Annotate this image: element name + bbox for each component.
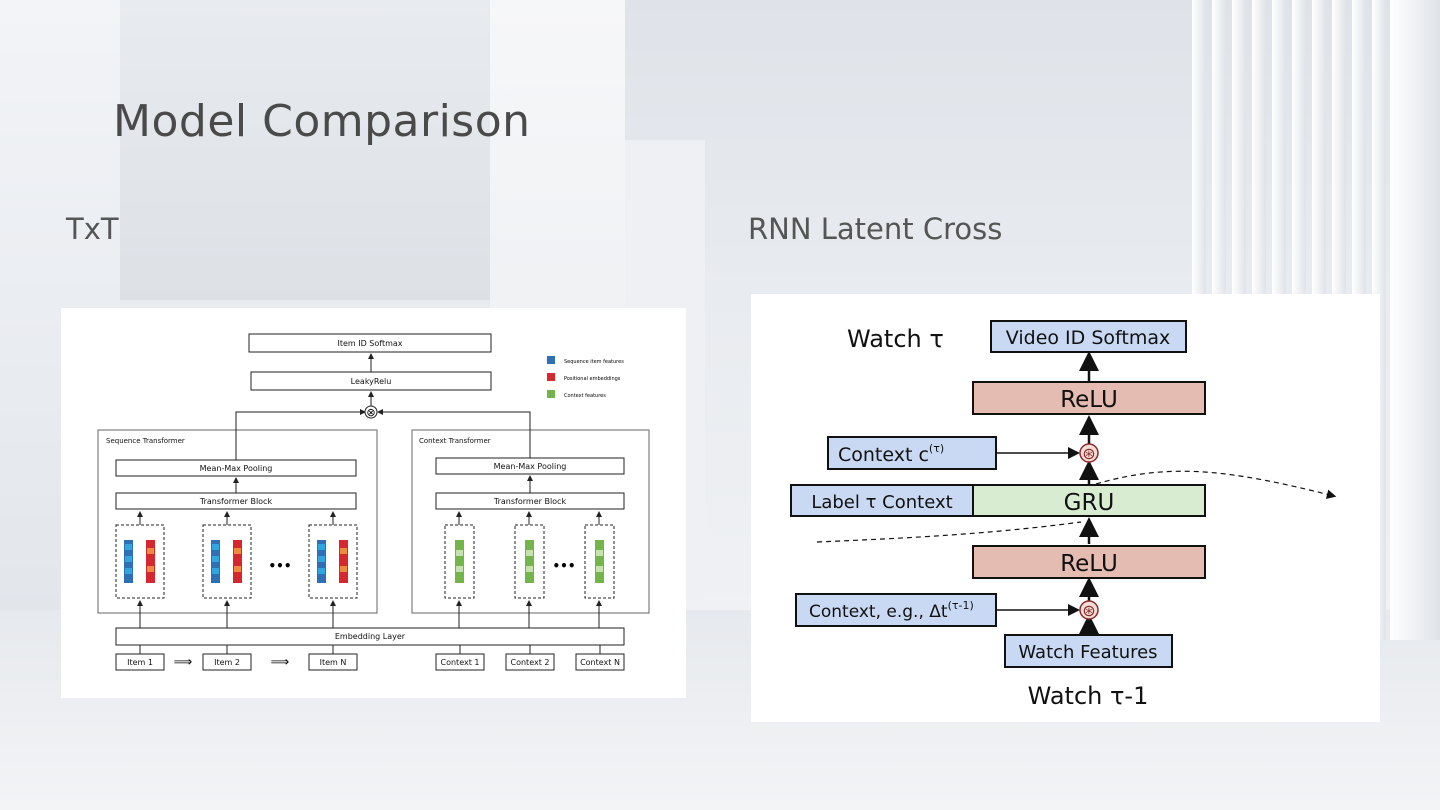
gru-label: GRU <box>1064 490 1115 516</box>
multiply-node <box>364 405 378 419</box>
label-context-box <box>790 484 974 517</box>
sequence-ellipsis: ••• <box>268 559 291 573</box>
legend-label-sequence: Sequence item features <box>564 359 624 365</box>
context-n-label: Context N <box>580 658 620 667</box>
ctx-meanmax-label: Mean-Max Pooling <box>494 462 567 471</box>
embedding-layer-label: Embedding Layer <box>335 632 406 641</box>
label-context-label: Label τ Context <box>811 492 952 513</box>
slide-title: Model Comparison <box>113 96 531 147</box>
seq-meanmax-label: Mean-Max Pooling <box>200 464 273 473</box>
video-softmax-box <box>990 320 1187 353</box>
rnn-diagram: ⊛ ⊛ Watch τ Video ID Softmax ReLU Contex… <box>790 320 1337 710</box>
leakyrelu-label: LeakyRelu <box>351 377 392 386</box>
relu-bottom-label: ReLU <box>1060 551 1118 577</box>
sequence-feature-columns <box>124 540 348 583</box>
context-c-label: Context c(τ) <box>838 442 944 466</box>
legend-label-context: Context features <box>564 393 606 399</box>
watch-bottom-label: Watch τ-1 <box>1028 682 1149 710</box>
sequence-arrow-1: ⟹ <box>174 655 193 670</box>
video-softmax-label: Video ID Softmax <box>1006 327 1170 349</box>
legend-swatch-context <box>547 390 555 398</box>
relu-top-box <box>972 381 1206 415</box>
rnn-diagram-panel: ⊛ ⊛ Watch τ Video ID Softmax ReLU Contex… <box>751 294 1380 722</box>
gru-box <box>972 484 1206 517</box>
sequence-arrow-2: ⟹ <box>271 655 290 670</box>
relu-top-label: ReLU <box>1060 387 1118 413</box>
context-2-label: Context 2 <box>511 658 550 667</box>
item-1-label: Item 1 <box>127 658 153 667</box>
context-c-box <box>827 436 997 470</box>
txt-diagram: ⊗ Sequence item features Positional embe… <box>97 333 650 671</box>
latent-cross-node-top <box>1079 443 1099 463</box>
sequence-transformer-label: Sequence Transformer <box>106 437 185 445</box>
txt-diagram-panel: ⊗ Sequence item features Positional embe… <box>61 308 686 698</box>
seq-block-label: Transformer Block <box>199 497 273 506</box>
embedding-layer-box <box>115 627 625 646</box>
context-ellipsis: ••• <box>552 559 575 573</box>
dashed-input-arrow <box>816 521 1082 543</box>
context-feature-columns <box>455 540 604 583</box>
watch-features-box <box>1004 634 1173 668</box>
item-n-label: Item N <box>320 658 347 667</box>
sequence-transformer-frame <box>97 429 378 614</box>
latent-cross-symbol-top: ⊛ <box>1082 444 1095 463</box>
watch-top-label: Watch τ <box>847 325 944 353</box>
context-transformer-label: Context Transformer <box>419 437 491 445</box>
legend-swatch-sequence <box>547 356 555 364</box>
dashed-output-arrow <box>1095 470 1337 499</box>
item-softmax-box <box>248 333 492 353</box>
multiply-symbol: ⊗ <box>366 406 375 419</box>
item-2-label: Item 2 <box>214 658 240 667</box>
item-softmax-label: Item ID Softmax <box>337 339 402 348</box>
context-1-label: Context 1 <box>441 658 480 667</box>
relu-bottom-box <box>972 545 1206 579</box>
watch-features-label: Watch Features <box>1018 642 1157 663</box>
context-dt-label: Context, e.g., Δt(τ-1) <box>809 599 974 622</box>
rnn-heading: RNN Latent Cross <box>748 212 1003 246</box>
latent-cross-node-bottom <box>1079 600 1099 620</box>
ctx-block-label: Transformer Block <box>493 497 567 506</box>
txt-heading: TxT <box>66 212 119 246</box>
latent-cross-symbol-bottom: ⊛ <box>1082 601 1095 620</box>
legend-swatch-positional <box>547 373 555 381</box>
context-dt-box <box>795 593 997 627</box>
legend-label-positional: Positional embeddings <box>564 376 621 382</box>
